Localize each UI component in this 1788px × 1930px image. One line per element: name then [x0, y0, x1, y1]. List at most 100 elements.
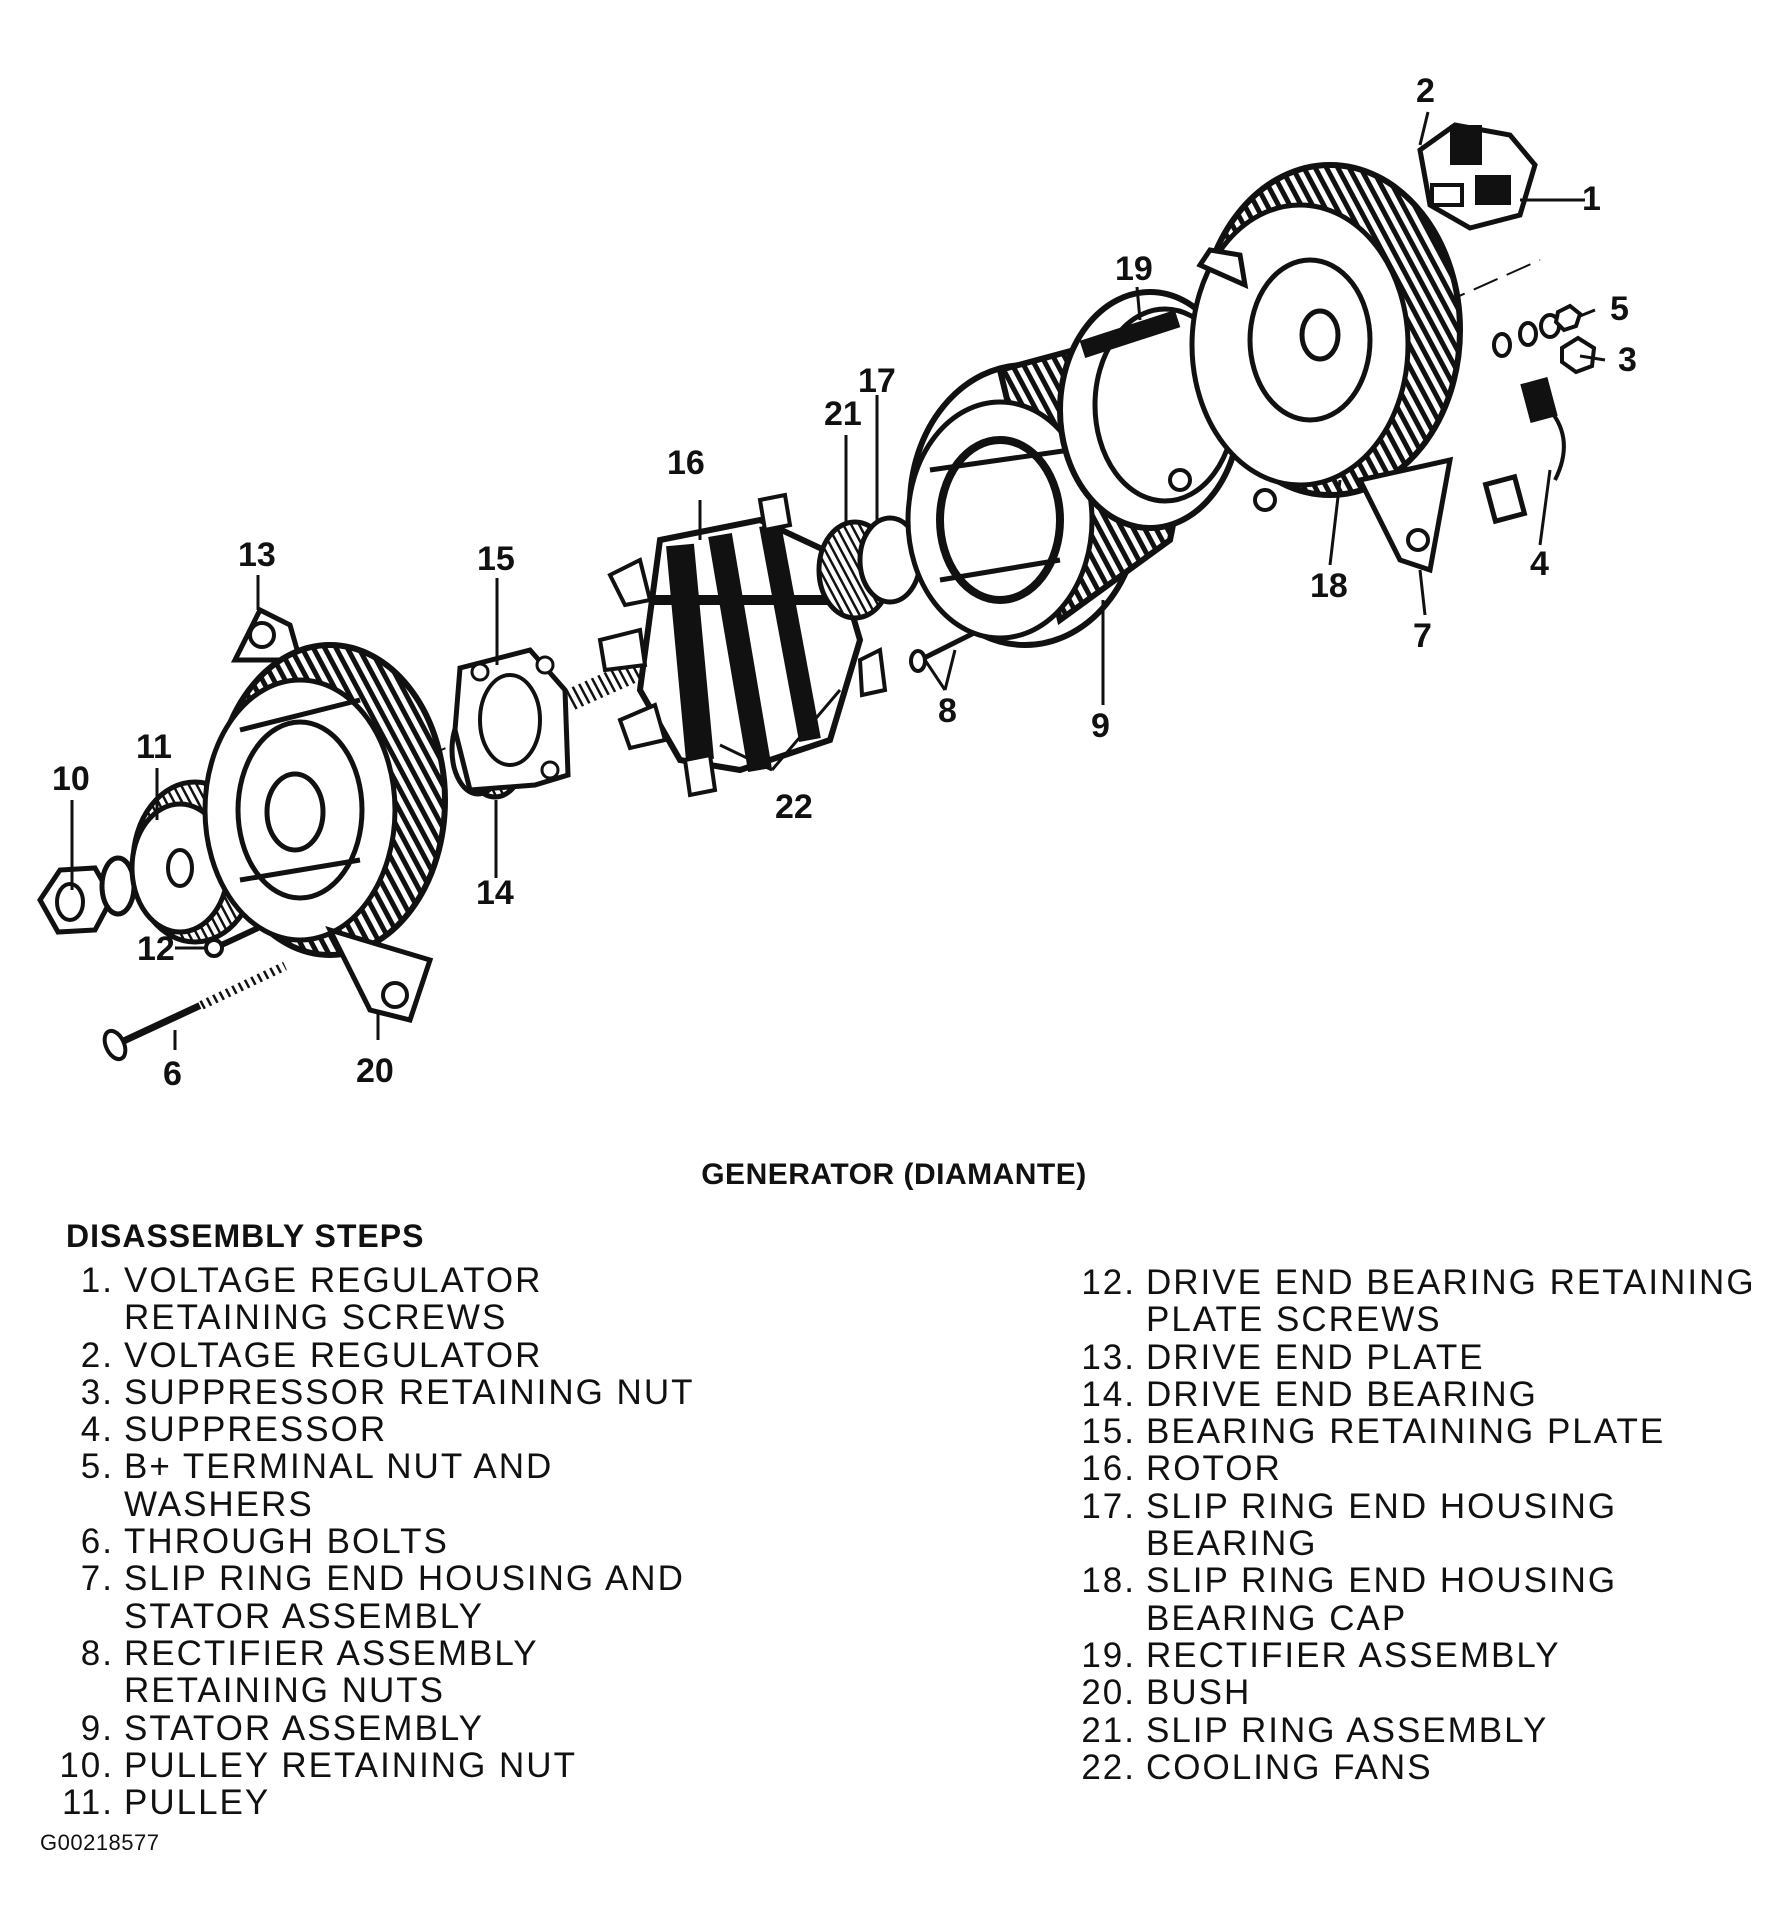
- step-text: SUPPRESSOR RETAINING NUT: [124, 1372, 695, 1412]
- step-number: 12.: [1081, 1263, 1136, 1302]
- step-number: 19.: [1081, 1635, 1136, 1675]
- callout-16: 16: [667, 444, 705, 482]
- step-item: 3.SUPPRESSOR RETAINING NUT: [40, 1372, 740, 1412]
- step-text: STATOR ASSEMBLY: [124, 1708, 485, 1748]
- step-number: 14.: [1081, 1374, 1136, 1414]
- step-number: 9.: [80, 1708, 114, 1748]
- callout-7: 7: [1413, 617, 1432, 655]
- callout-22: 22: [775, 788, 813, 826]
- step-item: 21.SLIP RING ASSEMBLY: [1058, 1710, 1778, 1750]
- step-text: SLIP RING END HOUSING BEARING: [1146, 1486, 1618, 1564]
- voltage-regulator-part: [1417, 122, 1538, 231]
- suppressor-part: [1482, 377, 1566, 525]
- step-text: BEARING RETAINING PLATE: [1146, 1412, 1666, 1452]
- callout-6: 6: [163, 1055, 182, 1093]
- step-number: 3.: [80, 1372, 114, 1412]
- step-item: 19.RECTIFIER ASSEMBLY: [1058, 1635, 1778, 1675]
- step-number: 18.: [1081, 1561, 1136, 1601]
- step-text: VOLTAGE REGULATOR RETAINING SCREWS: [124, 1261, 543, 1338]
- callout-15: 15: [477, 540, 515, 578]
- step-item: 13.DRIVE END PLATE: [1058, 1337, 1778, 1377]
- step-item: 20.BUSH: [1058, 1673, 1778, 1713]
- step-text: DRIVE END BEARING: [1146, 1374, 1538, 1414]
- steps-list-right: 12. DRIVE END BEARING RETAINING PLATE SCR…: [1058, 1264, 1778, 1786]
- step-item: 14.DRIVE END BEARING: [1058, 1374, 1778, 1414]
- step-number: 1.: [80, 1261, 114, 1300]
- callout-20: 20: [356, 1052, 394, 1090]
- step-text: RECTIFIER ASSEMBLY RETAINING NUTS: [124, 1633, 539, 1711]
- step-number: 20.: [1081, 1673, 1136, 1713]
- drive-end-plate-part: [202, 606, 448, 1023]
- step-number: 13.: [1081, 1337, 1136, 1377]
- terminal-nut-part: [1492, 303, 1597, 375]
- step-item: 7.SLIP RING END HOUSING AND STATOR ASSEM…: [40, 1560, 740, 1635]
- exploded-generator-diagram: 1 2 3 4 5 6 7 8 9 10 11 12 13 14 15 16 1…: [37, 72, 1637, 1093]
- step-number: 10.: [59, 1745, 114, 1785]
- step-item: 2.VOLTAGE REGULATOR: [40, 1335, 740, 1375]
- callout-11: 11: [136, 728, 172, 766]
- step-item: 8.RECTIFIER ASSEMBLY RETAINING NUTS: [40, 1635, 740, 1710]
- step-item: 12. DRIVE END BEARING RETAINING PLATE SCR…: [1058, 1264, 1778, 1339]
- step-text: RECTIFIER ASSEMBLY: [1146, 1635, 1561, 1675]
- step-item: 11.PULLEY: [40, 1783, 740, 1823]
- steps-heading: DISASSEMBLY STEPS: [66, 1218, 425, 1254]
- callout-10: 10: [52, 760, 90, 798]
- step-item: 17.SLIP RING END HOUSING BEARING: [1058, 1488, 1778, 1563]
- step-text: THROUGH BOLTS: [124, 1522, 449, 1562]
- callout-18: 18: [1310, 567, 1348, 605]
- bearing-retaining-plate-part: [452, 647, 571, 793]
- step-item: 18.SLIP RING END HOUSING BEARING CAP: [1058, 1562, 1778, 1637]
- step-number: 7.: [80, 1559, 114, 1599]
- callout-21: 21: [824, 395, 862, 433]
- step-item: 10.PULLEY RETAINING NUT: [40, 1745, 740, 1785]
- step-text: SLIP RING ASSEMBLY: [1146, 1710, 1549, 1750]
- step-item: 22.COOLING FANS: [1058, 1747, 1778, 1787]
- callout-12: 12: [137, 930, 175, 968]
- step-number: 2.: [80, 1335, 114, 1375]
- callout-14: 14: [476, 874, 514, 912]
- callout-5: 5: [1610, 290, 1629, 328]
- step-item: 5.B+ TERMINAL NUT AND WASHERS: [40, 1448, 740, 1523]
- callout-4: 4: [1530, 545, 1549, 583]
- step-item: 6.THROUGH BOLTS: [40, 1522, 740, 1562]
- step-number: 21.: [1081, 1710, 1136, 1750]
- callout-19: 19: [1115, 250, 1153, 288]
- step-number: 22.: [1081, 1747, 1136, 1787]
- step-number: 16.: [1081, 1449, 1136, 1489]
- pulley-nut-part: [37, 855, 137, 935]
- step-text: SUPPRESSOR: [124, 1410, 388, 1450]
- step-number: 15.: [1081, 1412, 1136, 1452]
- step-number: 4.: [80, 1410, 114, 1450]
- slip-ring-end-housing-part: [1189, 162, 1463, 574]
- step-text: BUSH: [1146, 1673, 1252, 1713]
- step-text: SLIP RING END HOUSING BEARING CAP: [1146, 1561, 1618, 1638]
- callout-9: 9: [1091, 707, 1110, 745]
- callout-13: 13: [238, 536, 276, 574]
- step-item: 4.SUPPRESSOR: [40, 1410, 740, 1450]
- step-number: 11.: [61, 1783, 114, 1823]
- rotor-part: [565, 492, 888, 798]
- step-number: 17.: [1081, 1486, 1136, 1526]
- step-item: 1. VOLTAGE REGULATOR RETAINING SCREWS: [40, 1262, 740, 1337]
- callout-8: 8: [938, 692, 957, 730]
- step-text: B+ TERMINAL NUT AND WASHERS: [124, 1447, 554, 1524]
- step-text: DRIVE END PLATE: [1146, 1337, 1485, 1377]
- step-item: 9.STATOR ASSEMBLY: [40, 1708, 740, 1748]
- diagram-caption: GENERATOR (DIAMANTE): [701, 1158, 1087, 1191]
- step-text: DRIVE END BEARING RETAINING PLATE SCREWS: [1146, 1263, 1756, 1340]
- step-text: ROTOR: [1146, 1449, 1282, 1489]
- step-item: 16.ROTOR: [1058, 1449, 1778, 1489]
- step-item: 15.BEARING RETAINING PLATE: [1058, 1412, 1778, 1452]
- step-text: COOLING FANS: [1146, 1747, 1433, 1787]
- slip-ring-part: [816, 515, 923, 621]
- leader-lines: [70, 111, 1606, 1050]
- step-text: PULLEY: [124, 1783, 271, 1823]
- callout-17: 17: [858, 362, 896, 400]
- callout-1: 1: [1582, 180, 1601, 218]
- steps-list-left: 1. VOLTAGE REGULATOR RETAINING SCREWS 2.V…: [40, 1262, 740, 1823]
- figure-id: G00218577: [40, 1830, 160, 1855]
- callout-3: 3: [1618, 341, 1637, 379]
- step-text: PULLEY RETAINING NUT: [124, 1745, 577, 1785]
- through-bolt-part: [102, 961, 287, 1062]
- step-number: 6.: [80, 1522, 114, 1562]
